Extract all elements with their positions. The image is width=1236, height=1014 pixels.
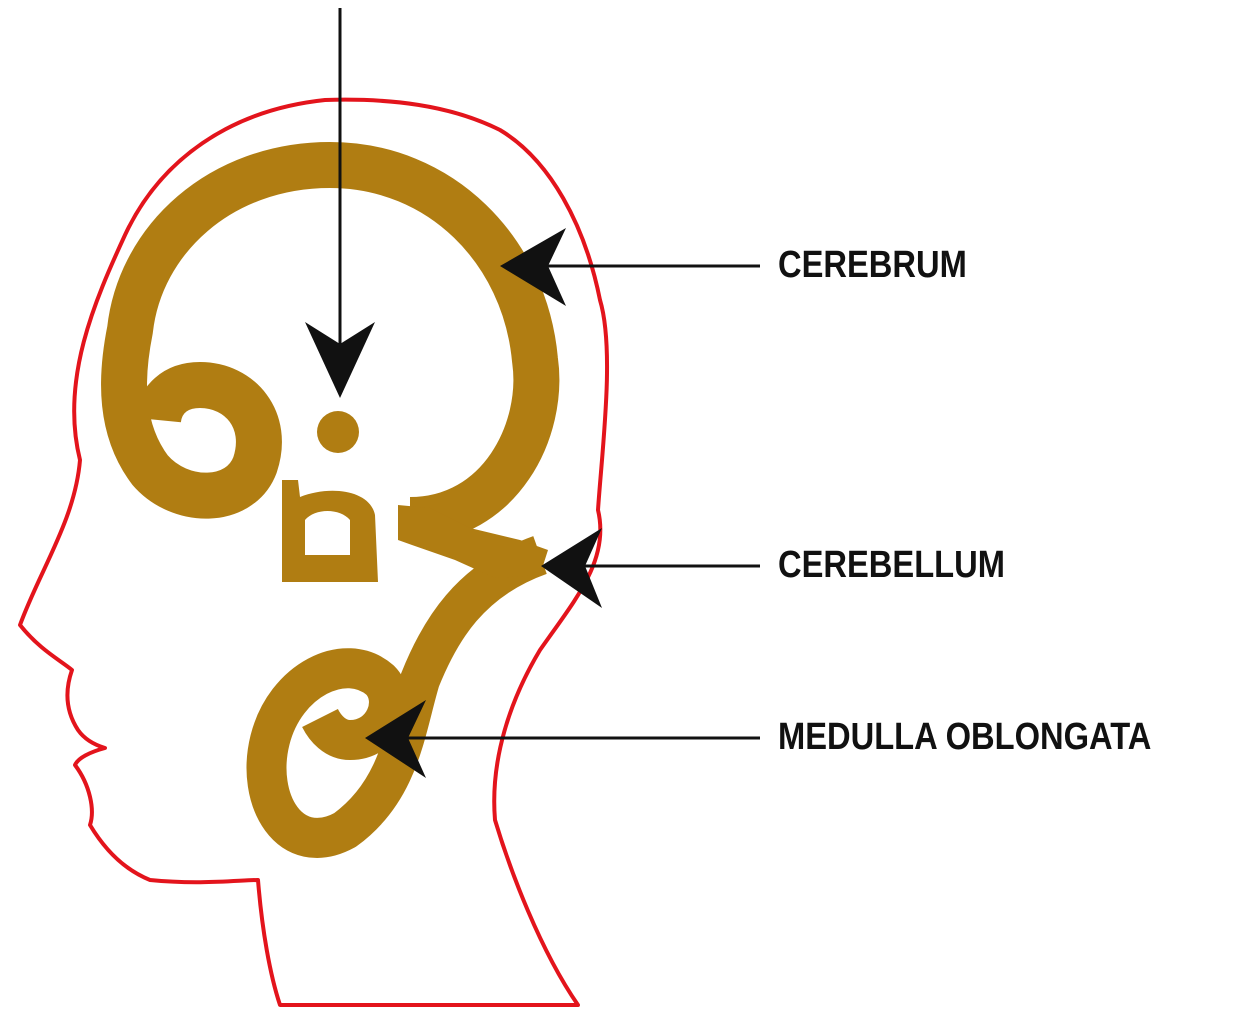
medulla-stroke [267,555,540,838]
medulla-oblongata-label: MEDULLA OBLONGATA [778,718,1151,756]
glyph-b [282,480,378,582]
cerebrum-label: CEREBRUM [778,246,967,284]
cerebellum-label: CEREBELLUM [778,546,1005,584]
glyph-dot [317,411,359,453]
